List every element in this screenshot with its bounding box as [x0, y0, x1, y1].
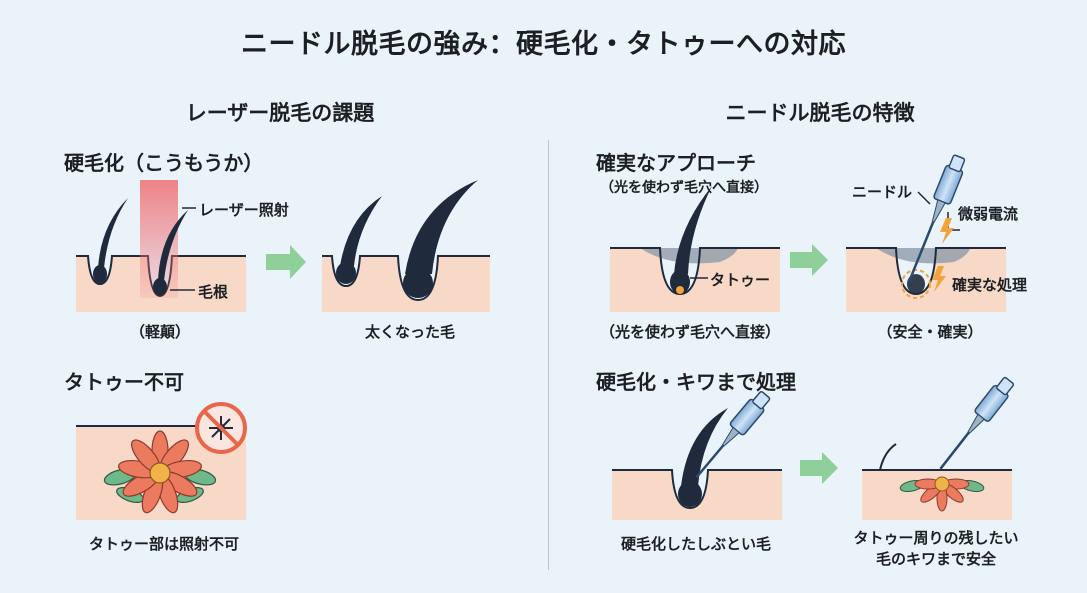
hard-hair [678, 408, 728, 507]
edge-after-caption-line2: 毛のキワまで安全 [875, 550, 996, 568]
spark-icon [940, 218, 954, 244]
left-column-heading: レーザー脱毛の課題 [185, 101, 375, 125]
flower-tattoo-icon [899, 476, 985, 512]
needle-icon [939, 376, 1015, 470]
arrow-right-icon [790, 244, 828, 276]
spark-icon [932, 266, 946, 292]
current-label: 微弱電流 [958, 205, 1019, 223]
skin-panel-approach-after [846, 247, 1006, 312]
tattoo-heading: タトゥー不可 [64, 370, 184, 394]
edge-hair [879, 443, 897, 471]
hard-hair-heading: 硬毛化（こうもうか） [64, 151, 264, 175]
thin-hair-left [93, 198, 128, 283]
needle-icon [695, 391, 771, 479]
approach-after-caption: （安全・確実） [877, 323, 983, 341]
edge-after-caption-line1: タトゥー周りの残したい [853, 529, 1019, 547]
tattoo-label: タトゥー [710, 271, 771, 289]
approach-heading: 確実なアプローチ [596, 151, 756, 175]
column-divider [548, 140, 549, 570]
thick-hair [403, 180, 478, 298]
flower-tattoo-icon [103, 430, 217, 514]
approach-subheading: （光を使わず毛穴へ直接） [600, 180, 768, 196]
tattoo-caption: タトゥー部は照射不可 [88, 535, 239, 553]
edge-heading: 硬毛化・キワまで処理 [596, 370, 796, 394]
page-title: ニードル脱毛の強み：硬毛化・タトゥーへの対応 [241, 29, 846, 60]
edge-before-caption: 硬毛化したしぶとい毛 [620, 535, 771, 553]
hard-hair-before-caption: （軽顛） [129, 323, 190, 341]
no-laser-icon [195, 402, 247, 454]
laser-label: レーザー照射 [199, 201, 289, 219]
needle-icon [908, 154, 966, 282]
thin-hair-lasered [153, 210, 188, 296]
arrow-right-icon [800, 452, 838, 484]
treat-label: 確実な処理 [952, 276, 1028, 294]
medium-hair [336, 196, 382, 284]
right-column-heading: ニードル脱毛の特徴 [725, 101, 915, 125]
hard-hair-after-caption: 太くなった毛 [364, 323, 455, 341]
skin-panel-edge-before [612, 469, 782, 520]
skin-panel-hard-hair-after [322, 255, 490, 312]
approach-before-caption: （光を使わず毛穴へ直接） [599, 323, 780, 341]
root-label: 毛根 [198, 283, 229, 301]
needle-label: ニードル [852, 183, 913, 201]
arrow-right-icon [266, 245, 306, 279]
hair-approach-before [670, 186, 712, 294]
